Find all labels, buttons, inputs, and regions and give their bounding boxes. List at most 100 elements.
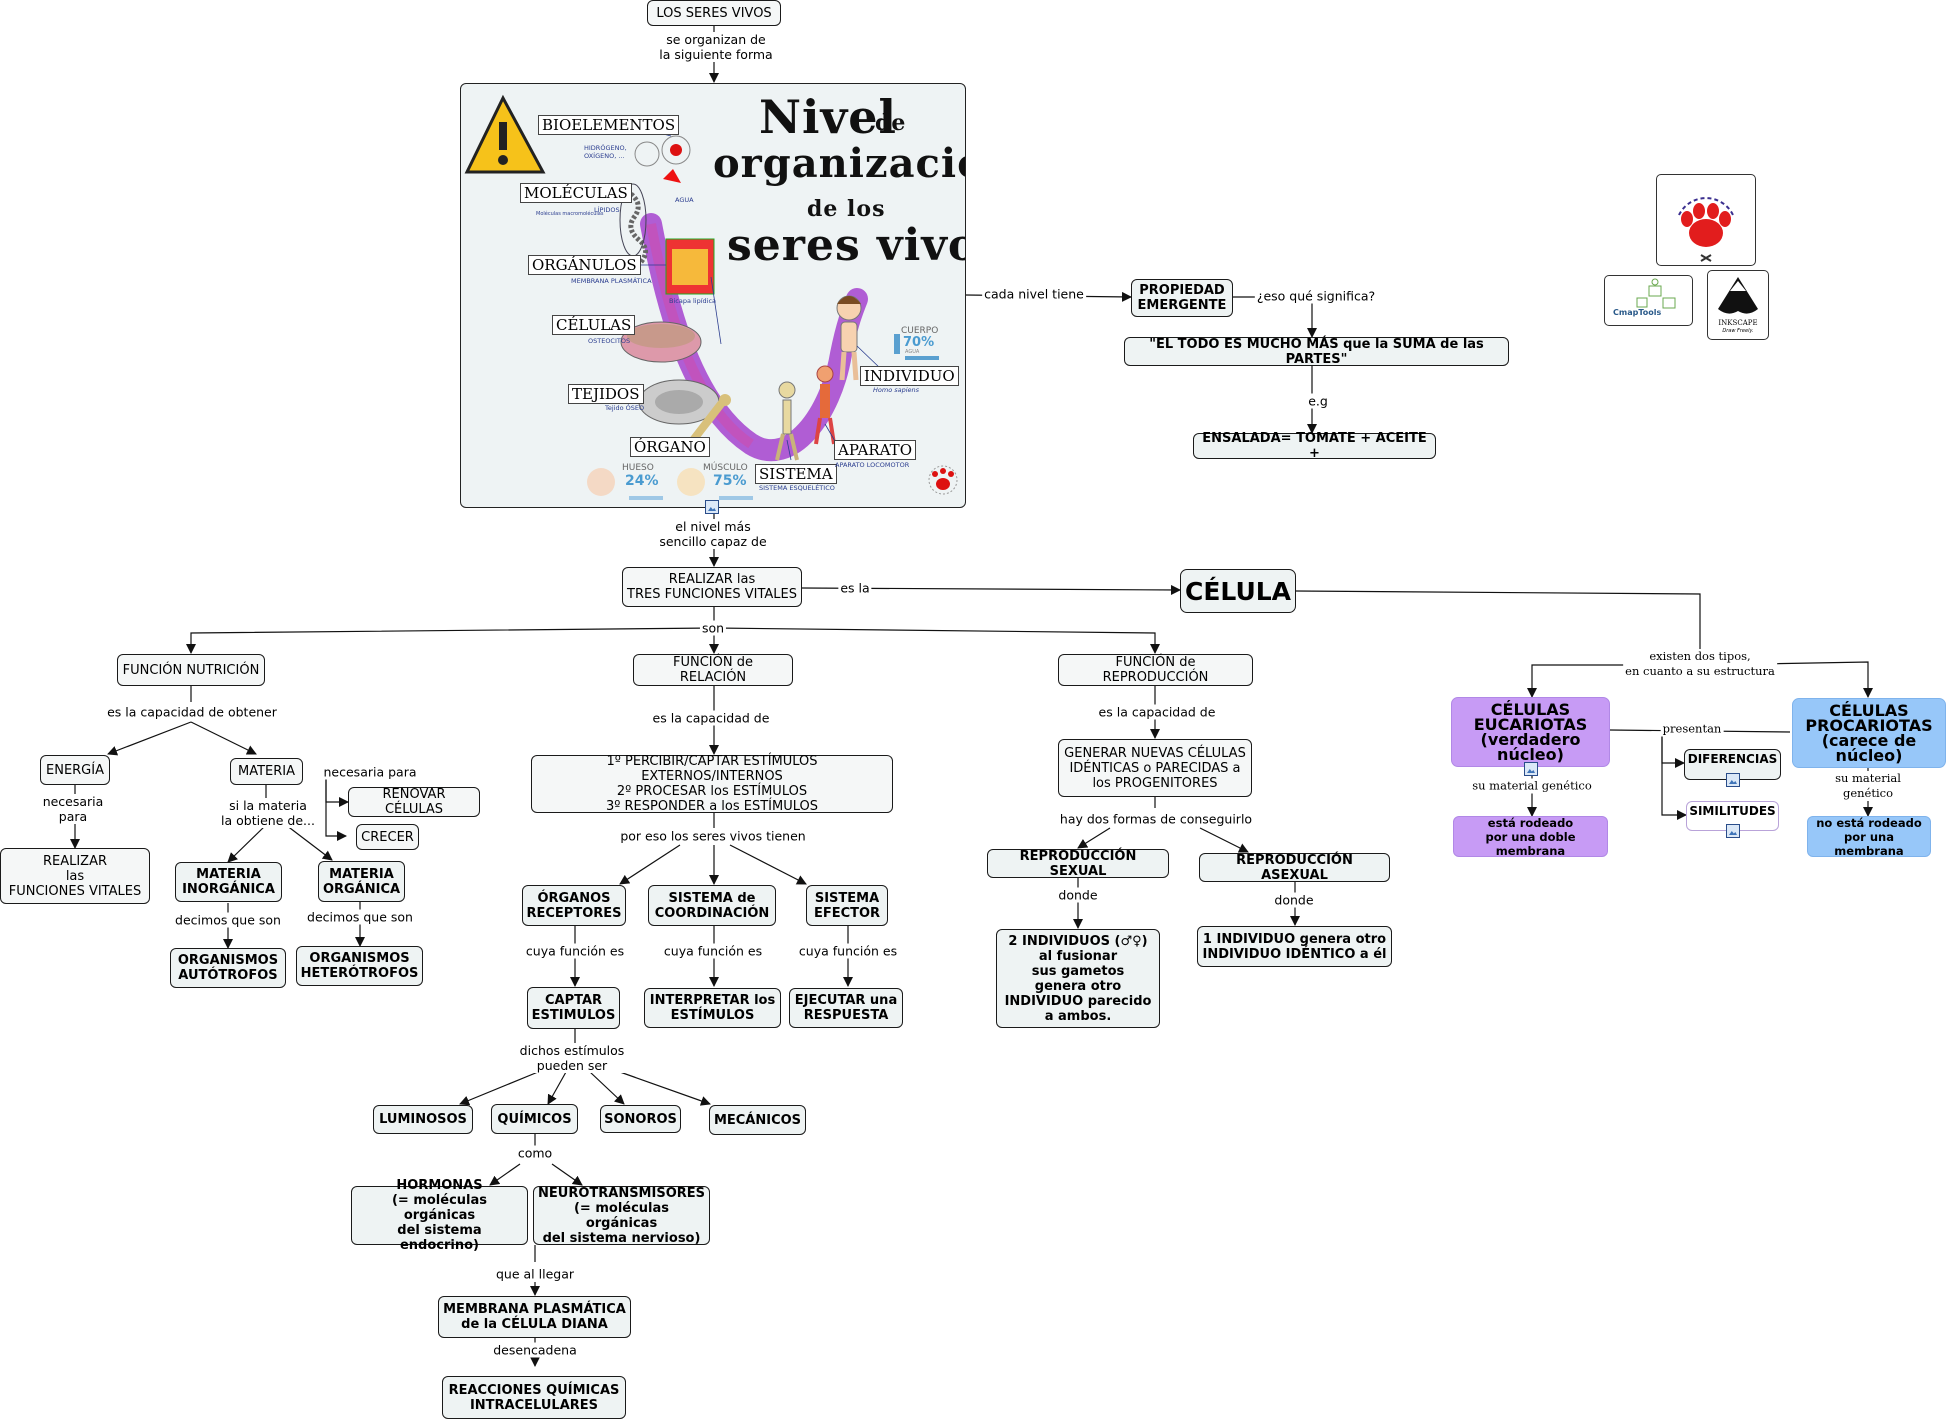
node-renovar-celulas[interactable]: RENOVAR CÉLULAS (348, 787, 480, 817)
node-organos-receptores[interactable]: ÓRGANOS RECEPTORES (522, 885, 626, 926)
node-realizar-funciones-vitales[interactable]: REALIZAR las FUNCIONES VITALES (0, 848, 150, 904)
label-cuya-funcion-2: cuya función es (661, 943, 765, 959)
node-sonoros[interactable]: SONOROS (600, 1105, 681, 1133)
node-hormonas[interactable]: HORMONAS (= moléculas orgánicas del sist… (351, 1178, 528, 1253)
inkscape-icon (1718, 277, 1758, 314)
label-su-material-1: su material genético (1470, 778, 1594, 794)
node-materia[interactable]: MATERIA (230, 758, 303, 785)
node-ejecutar-respuesta[interactable]: EJECUTAR una RESPUESTA (789, 988, 903, 1028)
caption-ind: Homo sapiens (873, 386, 920, 394)
node-materia-organica[interactable]: MATERIA ORGÁNICA (318, 861, 405, 902)
label-donde-1: donde (1056, 887, 1100, 903)
caption-bicapa: Bicapa lipídica (669, 297, 717, 305)
level-moleculas: MOLÉCULAS (520, 183, 632, 203)
eukaryote-image-icon[interactable] (1524, 762, 1538, 776)
node-mecanicos[interactable]: MECÁNICOS (709, 1105, 806, 1135)
label-capacidad-reproduccion: es la capacidad de (1096, 704, 1218, 720)
label-es-la: es la (838, 580, 872, 596)
node-realizar-tres-funciones[interactable]: REALIZAR las TRES FUNCIONES VITALES (622, 567, 802, 607)
node-funcion-nutricion[interactable]: FUNCIÓN NUTRICIÓN (117, 654, 265, 686)
node-energia[interactable]: ENERGÍA (40, 755, 110, 785)
level-aparato: APARATO (834, 440, 916, 460)
label-capacidad-relacion: es la capacidad de (650, 710, 772, 726)
inkscape-logo: INKSCAPE Draw Freely. (1707, 270, 1769, 340)
label-desencadena: desencadena (491, 1342, 579, 1358)
node-generar-nuevas-celulas[interactable]: GENERAR NUEVAS CÉLULAS IDÉNTICAS o PAREC… (1058, 739, 1252, 797)
node-un-individuo[interactable]: 1 INDIVIDUO genera otro INDIVIDUO IDÉNTI… (1197, 926, 1392, 967)
label-su-material-2: su material genético (1829, 771, 1907, 801)
caption-musculo: MÚSCULO (703, 463, 748, 473)
node-reacciones-quimicas[interactable]: REACCIONES QUÍMICAS INTRACELULARES (442, 1376, 626, 1419)
node-membrana-plasmatica[interactable]: MEMBRANA PLASMÁTICA de la CÉLULA DIANA (438, 1296, 631, 1338)
node-interpretar-estimulos[interactable]: INTERPRETAR los ESTÍMULOS (644, 988, 781, 1028)
caption-sis: SISTEMA ESQUELÉTICO (759, 484, 835, 492)
node-luminosos[interactable]: LUMINOSOS (373, 1105, 473, 1134)
label-como: como (515, 1145, 555, 1161)
label-cuya-funcion-3: cuya función es (796, 943, 900, 959)
label-presentan: presentan (1660, 721, 1724, 737)
node-quimicos[interactable]: QUÍMICOS (491, 1104, 578, 1134)
caption-apa: APARATO LOCOMOTOR (835, 461, 910, 469)
picture-title-de: de (875, 110, 907, 136)
diferencias-image-icon[interactable] (1726, 773, 1740, 787)
label-nivel-mas-sencillo: el nivel más sencillo capaz de (657, 519, 769, 549)
level-celulas: CÉLULAS (552, 315, 636, 335)
caption-bio: HIDRÓGENO, OXÍGENO, ... (584, 144, 627, 160)
node-propiedad-emergente[interactable]: PROPIEDAD EMERGENTE (1131, 279, 1233, 317)
picture-title-nivel: Nivel (759, 90, 897, 144)
node-celulas-eucariotas[interactable]: CÉLULAS EUCARIOTAS (verdadero núcleo) (1451, 697, 1610, 767)
node-percibir-procesar-responder[interactable]: 1º PERCIBIR/CAPTAR ESTÍMULOS EXTERNOS/IN… (531, 754, 893, 814)
node-sistema-efector[interactable]: SISTEMA EFECTOR (806, 885, 888, 926)
level-individuo: INDIVIDUO (860, 366, 959, 386)
caption-agua-cuerpo: AGUA (905, 349, 920, 355)
node-reproduccion-sexual[interactable]: REPRODUCCIÓN SEXUAL (987, 849, 1169, 879)
node-ensalada[interactable]: ENSALADA= TOMATE + ACEITE + (1193, 431, 1436, 461)
node-eucariota-membrana[interactable]: está rodeado por una doble membrana (1453, 816, 1608, 858)
label-cada-nivel: cada nivel tiene (982, 286, 1086, 302)
node-funcion-reproduccion[interactable]: FUNCIÓN de REPRODUCCIÓN (1058, 654, 1253, 686)
node-funcion-relacion[interactable]: FUNCIÓN de RELACIÓN (633, 654, 793, 686)
caption-cel: OSTEOCITOS (588, 337, 631, 345)
node-dos-individuos[interactable]: 2 INDIVIDUOS (♂♀) al fusionar sus gameto… (996, 929, 1160, 1028)
node-el-todo[interactable]: "EL TODO ES MUCHO MÁS que la SUMA de las… (1124, 337, 1509, 367)
label-capacidad-obtener: es la capacidad de obtener (105, 704, 279, 720)
node-procariota-membrana[interactable]: no está rodeado por una membrana (1807, 816, 1931, 858)
caption-cuerpo: CUERPO (901, 326, 939, 336)
caption-tej: Tejido ÓSEO (605, 404, 645, 412)
label-donde-2: donde (1272, 892, 1316, 908)
node-neurotransmisores[interactable]: NEUROTRANSMISORES (= moléculas orgánicas… (533, 1186, 710, 1246)
node-materia-inorganica[interactable]: MATERIA INORGÁNICA (175, 862, 282, 902)
picture-title-seres-vivos: seres vivos (727, 220, 965, 271)
node-similitudes[interactable]: SIMILITUDES (1686, 801, 1779, 831)
label-decimos-2: decimos que son (305, 909, 415, 925)
similitudes-image-icon[interactable] (1726, 824, 1740, 838)
image-attachment-icon[interactable] (705, 500, 719, 514)
node-reproduccion-asexual[interactable]: REPRODUCCIÓN ASEXUAL (1199, 853, 1390, 883)
inkscape-label: INKSCAPE (1718, 319, 1758, 327)
node-sistema-coordinacion[interactable]: SISTEMA de COORDINACIÓN (648, 885, 776, 926)
node-organismos-heterotrofos[interactable]: ORGANISMOS HETERÓTROFOS (296, 946, 423, 986)
level-sistema: SISTEMA (755, 464, 837, 484)
level-organulos: ORGÁNULOS (528, 255, 641, 275)
label-por-eso: por eso los seres vivos tienen (618, 828, 808, 844)
level-bioelementos: BIOELEMENTOS (538, 115, 680, 135)
caption-mol: Moléculas macromoléculas (536, 211, 604, 217)
caption-cuerpo-pct: 70% (903, 335, 935, 350)
inkscape-sublabel: Draw Freely. (1722, 328, 1754, 334)
label-decimos-1: decimos que son (173, 912, 283, 928)
node-celulas-procariotas[interactable]: CÉLULAS PROCARIOTAS (carece de núcleo) (1792, 698, 1946, 768)
node-crecer[interactable]: CRECER (356, 824, 419, 850)
node-celula[interactable]: CÉLULA (1180, 569, 1296, 613)
node-captar-estimulos[interactable]: CAPTAR ESTIMULOS (527, 987, 620, 1029)
levels-of-organization-image: Nivel de organización de los seres vivos… (460, 83, 966, 508)
caption-org: MEMBRANA PLASMÁTICA (571, 277, 652, 285)
label-cuya-funcion-1: cuya función es (523, 943, 627, 959)
level-organo: ÓRGANO (630, 437, 710, 457)
maestro-naturales-logo (1656, 174, 1756, 266)
label-dichos-estimulos: dichos estímulos pueden ser (517, 1043, 627, 1073)
node-los-seres-vivos[interactable]: LOS SERES VIVOS (647, 0, 781, 26)
level-tejidos: TEJIDOS (568, 384, 644, 404)
label-se-organizan: se organizan de la siguiente forma (657, 32, 775, 62)
node-organismos-autotrofos[interactable]: ORGANISMOS AUTÓTROFOS (170, 948, 286, 988)
